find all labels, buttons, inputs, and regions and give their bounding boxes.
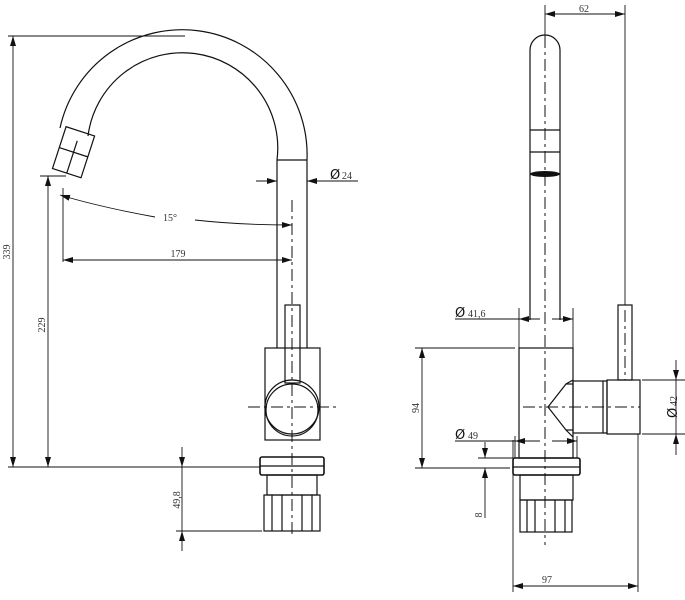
dimension-base-diameter: Ø 49 [455,428,578,458]
dimension-total-height: 339 [2,35,260,468]
dimension-top-offset: 62 [544,4,626,305]
svg-text:94: 94 [411,403,422,413]
dimension-spout-diameter: Ø 24 [256,168,358,184]
svg-text:15°: 15° [163,213,177,224]
dimension-total-depth: 97 [512,434,639,592]
aerator-nozzle [51,125,96,179]
dimension-spout-reach: 179 [63,249,292,263]
base-neck-front [519,474,574,501]
svg-text:179: 179 [171,249,186,260]
dimension-ring-height: 8 [474,442,513,518]
dimension-base-height: 49,8 [150,447,262,551]
svg-text:Ø: Ø [666,408,681,418]
dimension-spout-height: 229 [37,175,66,467]
body-side-cone [547,379,574,438]
valve-body-front [518,347,574,459]
svg-text:Ø: Ø [455,428,465,443]
spout-outer-arc [59,29,308,161]
side-view: 339 229 15° 179 Ø 24 [2,29,358,551]
svg-text:229: 229 [37,318,48,333]
dimension-body-height: 94 [411,347,515,469]
svg-text:42: 42 [669,396,680,406]
front-view: 62 Ø 41,6 94 Ø 42 [411,4,685,592]
svg-text:Ø: Ø [330,168,340,183]
svg-text:339: 339 [2,245,13,260]
mounting-nut [263,494,321,532]
mounting-nut-front [519,499,573,533]
svg-text:Ø: Ø [455,306,465,321]
valve-body [264,347,321,441]
svg-text:49,8: 49,8 [172,491,183,509]
svg-text:49: 49 [468,431,478,442]
svg-text:97: 97 [542,575,552,586]
spout-inner-arc [87,52,279,161]
dimension-handle-diameter: Ø 42 [642,360,685,455]
dimension-body-diameter: Ø 41,6 [455,306,574,348]
svg-text:62: 62 [579,4,589,15]
lever-handle [284,304,301,384]
cartridge-shadow-circle [265,383,319,437]
svg-text:24: 24 [342,171,352,182]
svg-text:8: 8 [474,513,485,518]
dimension-spout-angle: 15° [59,188,293,262]
svg-text:41,6: 41,6 [468,309,486,320]
